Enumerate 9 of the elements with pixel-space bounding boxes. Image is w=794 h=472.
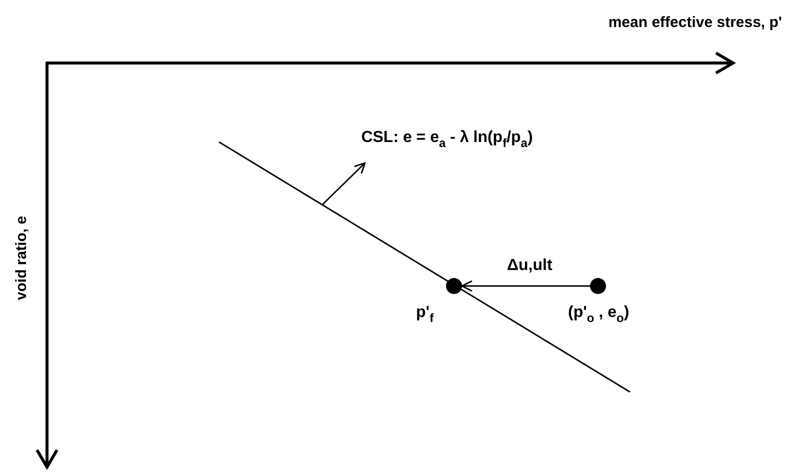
point-label: p'$_{f}$ bbox=[416, 303, 434, 327]
point-marker bbox=[446, 278, 462, 294]
arrow bbox=[321, 162, 366, 206]
axis-label: mean effective stress, p' bbox=[608, 14, 782, 32]
axis-label: void ratio, e bbox=[13, 214, 31, 302]
point-marker bbox=[590, 278, 606, 294]
equation-label: CSL: e = e$_{a}$ - λ ln(p$_{f}$/p$_{a}$) bbox=[361, 128, 533, 152]
point-label: (p'$_{o}$ , e$_{o}$) bbox=[568, 303, 630, 327]
arrow bbox=[461, 280, 590, 292]
